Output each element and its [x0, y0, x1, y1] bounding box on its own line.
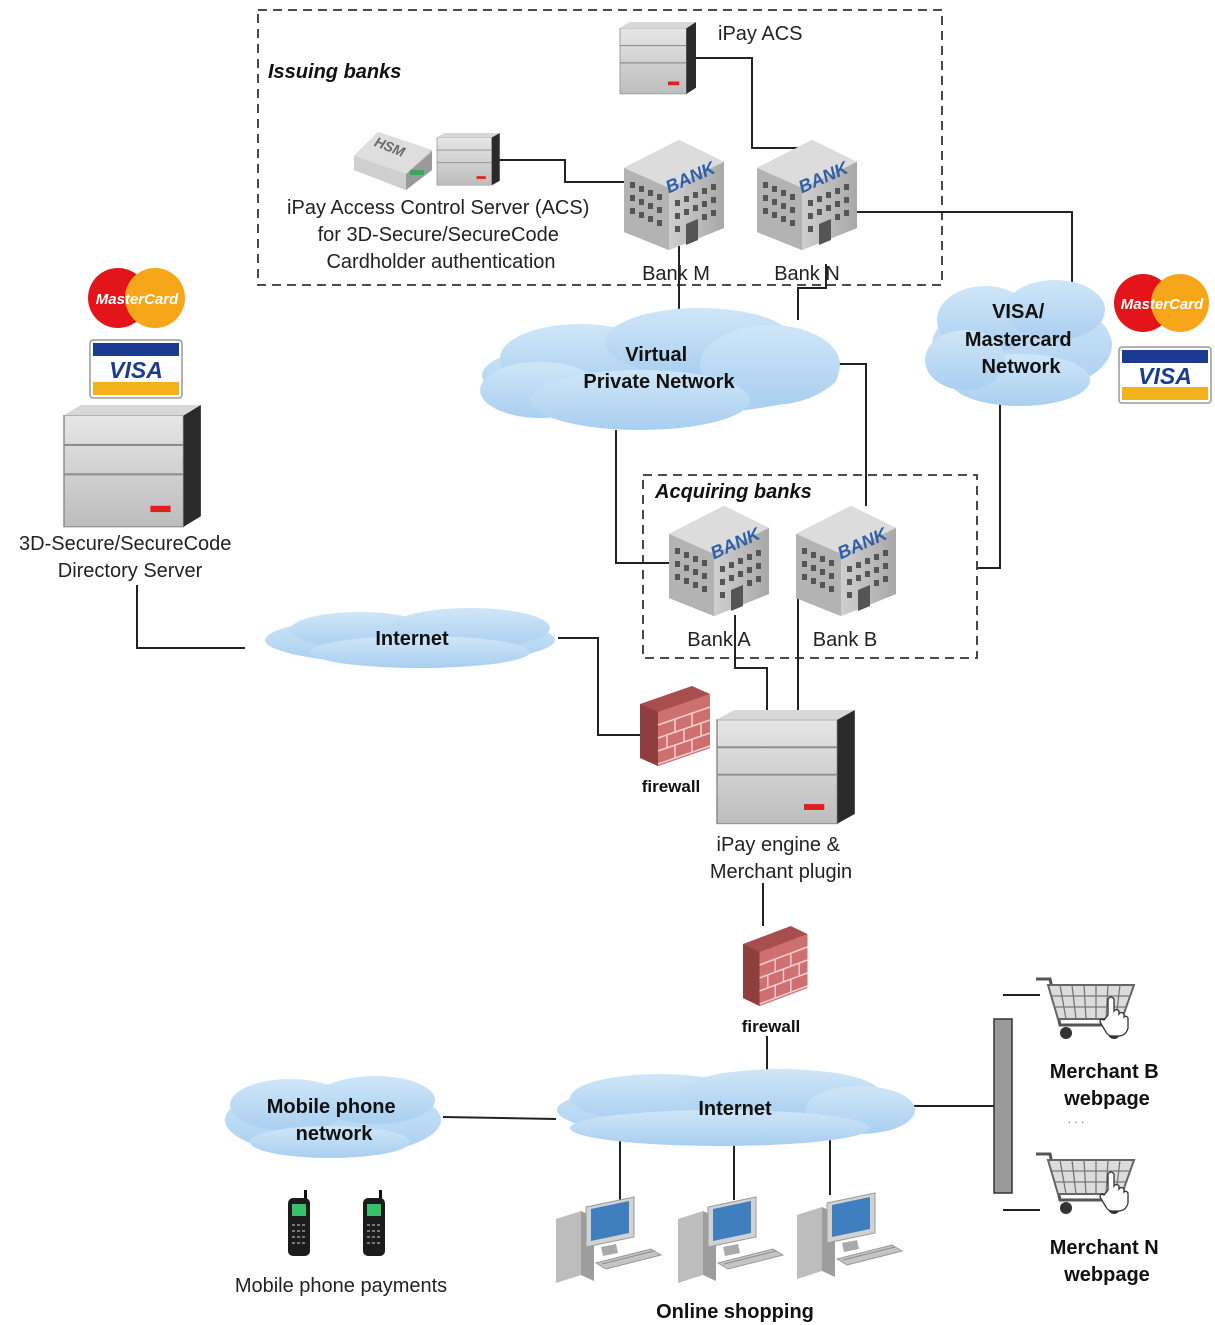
- mastercard-logo: MasterCard: [88, 268, 185, 328]
- internet-cloud-top: [265, 608, 555, 668]
- ipay-acs-server-icon: [619, 21, 697, 95]
- mobile-payments-label: Mobile phone payments: [235, 1275, 447, 1297]
- card-network-cloud: [925, 280, 1112, 406]
- internet-top-label: Internet: [375, 628, 449, 650]
- visa-logo: VISA: [1118, 346, 1212, 404]
- acquiring-banks-label: Acquiring banks: [654, 481, 812, 503]
- computer-icon: [796, 1192, 903, 1280]
- connector-lines: [136, 57, 1073, 1211]
- hsm-device-icon: HSM: [354, 132, 432, 190]
- internet-bottom-label: Internet: [698, 1098, 772, 1120]
- acs-server-icon: [436, 132, 501, 186]
- merchant-b-label: Merchant B webpage: [1050, 1061, 1164, 1110]
- shopping-cart-icon: [1034, 1152, 1136, 1216]
- merchant-hub-bar: [993, 1018, 1013, 1194]
- bank-m-label: Bank M: [642, 263, 710, 285]
- ipay-engine-server-icon: [715, 708, 857, 826]
- computer-icon: [677, 1196, 784, 1284]
- directory-server-icon: [62, 403, 203, 529]
- bank-b-icon: BANK: [796, 506, 896, 616]
- online-shopping-label: Online shopping: [656, 1301, 814, 1323]
- svg-text:VISA: VISA: [1138, 363, 1192, 389]
- bank-m-icon: BANK: [624, 140, 724, 250]
- mastercard-logo: MasterCard: [1114, 274, 1209, 332]
- acquiring-banks-group: [642, 474, 978, 659]
- vpn-cloud: [480, 308, 840, 430]
- mobile-network-label: Mobile phone network: [267, 1096, 401, 1145]
- mobile-phone-icon: [363, 1190, 385, 1256]
- internet-cloud-bottom: [557, 1069, 915, 1146]
- firewall-label-2: firewall: [742, 1017, 801, 1036]
- directory-server-label: 3D-Secure/SecureCode Directory Server: [19, 533, 237, 582]
- firewall-label-1: firewall: [642, 777, 701, 796]
- svg-text:MasterCard: MasterCard: [96, 291, 179, 308]
- merchant-ellipsis: . . .: [1068, 1112, 1085, 1126]
- bank-b-label: Bank B: [813, 629, 877, 651]
- visa-logo: VISA: [89, 339, 183, 399]
- bank-n-icon: BANK: [757, 140, 857, 250]
- vpn-label: Virtual Private Network: [583, 344, 735, 393]
- bank-a-icon: BANK: [669, 506, 769, 616]
- mobile-network-cloud: [225, 1076, 441, 1158]
- firewall-icon: [742, 925, 809, 1007]
- computer-icon: [555, 1196, 662, 1284]
- merchant-n-label: Merchant N webpage: [1050, 1237, 1164, 1286]
- firewall-icon: [639, 685, 711, 767]
- acs-description: iPay Access Control Server (ACS) for 3D-…: [287, 197, 595, 273]
- bank-a-label: Bank A: [687, 629, 751, 651]
- ipay-acs-label: iPay ACS: [718, 23, 802, 45]
- issuing-banks-label: Issuing banks: [268, 61, 401, 83]
- ipay-engine-label: iPay engine & Merchant plugin: [710, 834, 852, 883]
- svg-text:VISA: VISA: [109, 357, 163, 383]
- mobile-phone-icon: [288, 1190, 310, 1256]
- bank-n-label: Bank N: [774, 263, 840, 285]
- svg-text:MasterCard: MasterCard: [1121, 296, 1204, 313]
- shopping-cart-icon: [1034, 977, 1136, 1041]
- card-network-label: VISA/ Mastercard Network: [965, 301, 1077, 378]
